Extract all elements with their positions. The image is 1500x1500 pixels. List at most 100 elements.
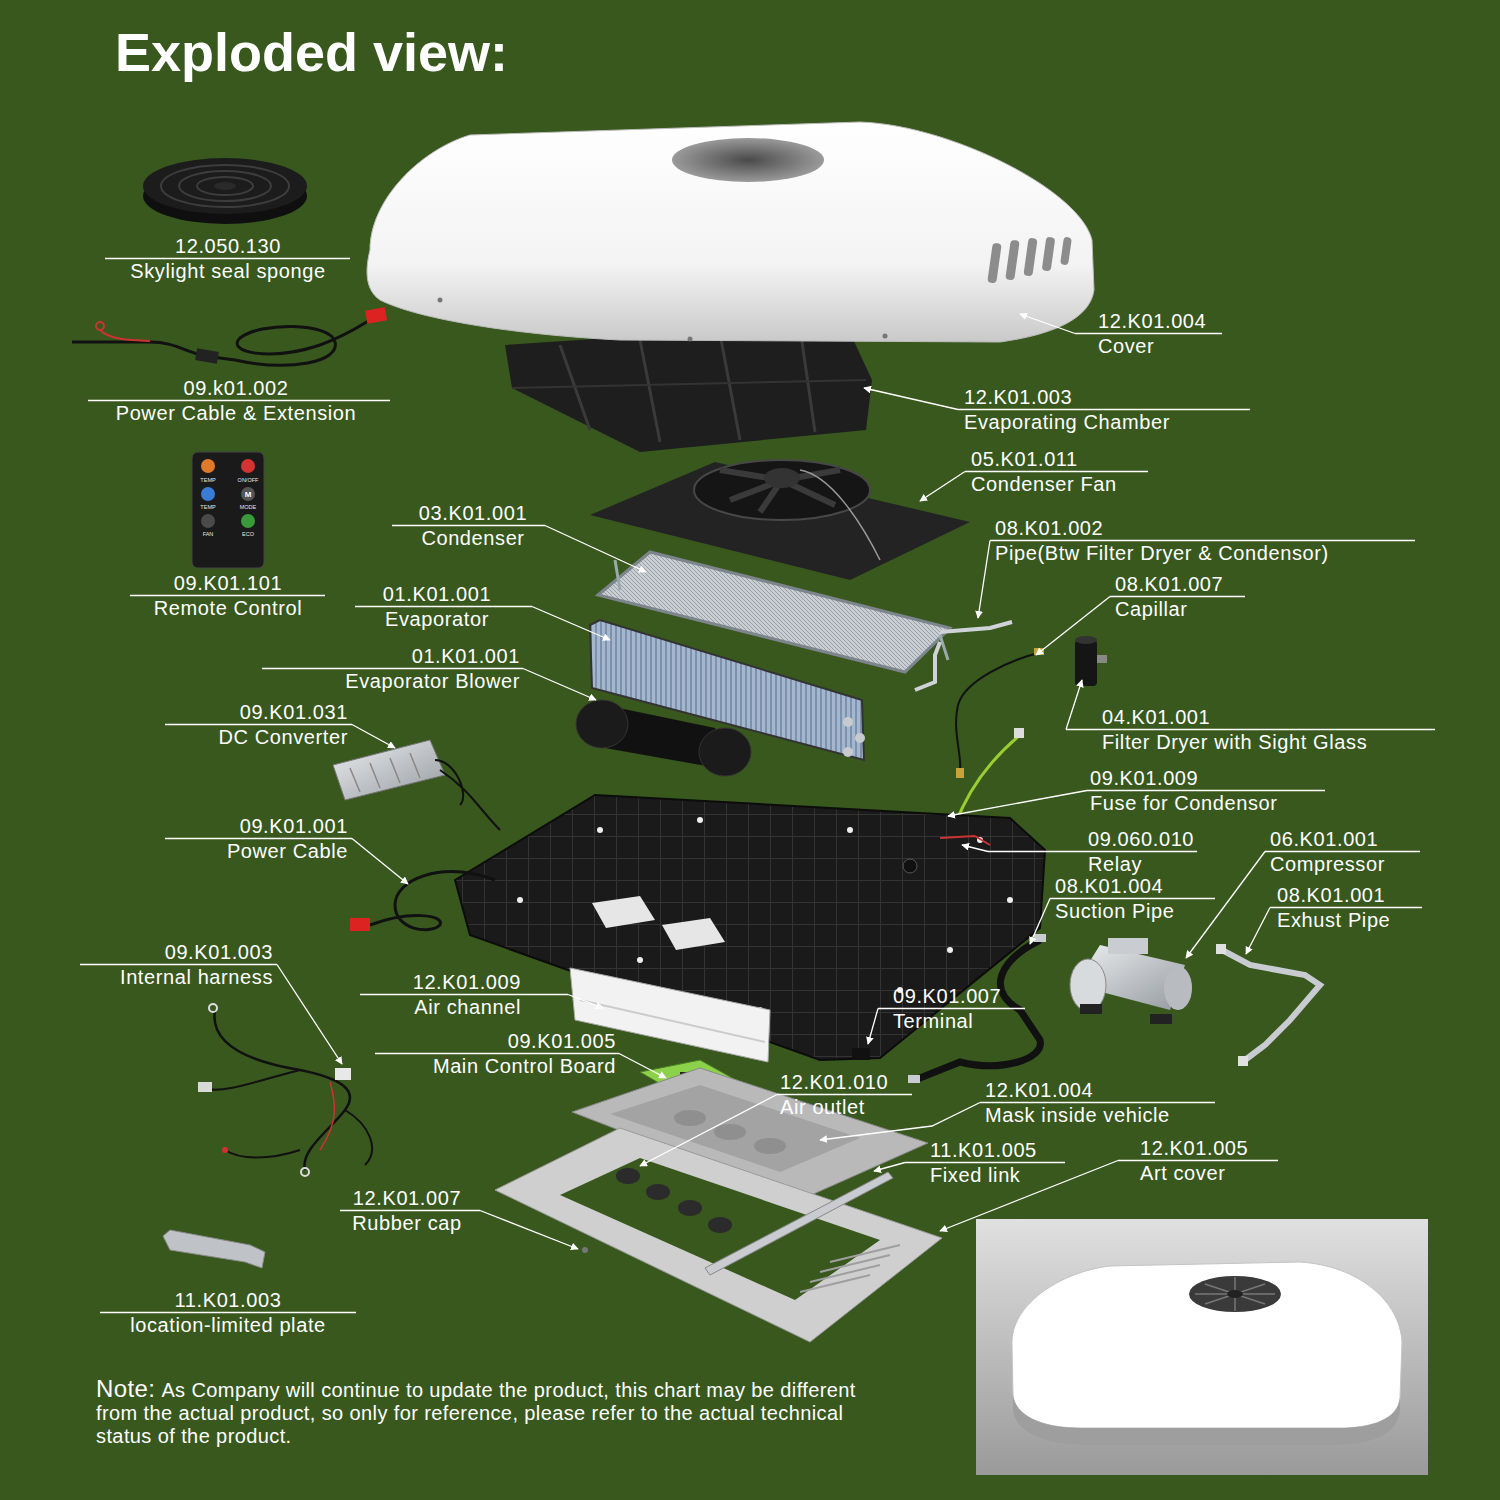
remote-control	[201, 487, 215, 501]
underline	[905, 1162, 1065, 1164]
underline	[1110, 596, 1245, 598]
leader-line	[948, 791, 1087, 817]
refrigerant-pipes	[915, 642, 940, 690]
location-plate	[163, 1230, 265, 1268]
part-number: 12.K01.010	[780, 1071, 888, 1093]
exhaust-pipe	[1216, 944, 1226, 954]
underline	[965, 471, 1148, 473]
dc-converter	[435, 760, 500, 830]
note: Note:As Company will continue to update …	[96, 1377, 886, 1448]
evaporator-blower	[576, 700, 628, 748]
underline	[165, 838, 352, 840]
leader-line	[523, 669, 596, 701]
internal-harness	[320, 1082, 334, 1150]
internal-harness	[205, 1070, 372, 1165]
underline	[355, 606, 532, 608]
leader-line	[352, 839, 408, 885]
note-heading: Note:	[96, 1375, 155, 1402]
base-plate	[597, 827, 603, 833]
rubber-caps	[616, 1168, 640, 1184]
underline	[360, 994, 568, 996]
part-number: 09.K01.005	[508, 1030, 616, 1052]
terminal	[852, 1048, 870, 1060]
button-label: MODE	[240, 504, 257, 511]
art-cover	[495, 1128, 942, 1342]
base-plate	[637, 957, 643, 963]
cover	[1060, 237, 1072, 266]
product-photo	[976, 1219, 1428, 1475]
product-photo	[976, 1219, 1428, 1475]
location-plate	[163, 1230, 265, 1268]
part-name: Power Cable	[227, 840, 348, 862]
power-cable-extension	[365, 307, 387, 323]
underline	[375, 1053, 619, 1055]
part-number: 08.K01.002	[995, 517, 1103, 539]
underline	[105, 258, 350, 260]
base-plate	[847, 827, 853, 833]
power-cable-extension	[235, 320, 370, 365]
part-number: 12.K01.004	[985, 1079, 1093, 1101]
part-name: Air channel	[414, 996, 521, 1018]
compressor	[1070, 959, 1106, 1011]
underline	[1265, 851, 1420, 853]
part-number: 11.K01.005	[930, 1139, 1037, 1161]
part-number: 12.K01.004	[1098, 310, 1206, 332]
power-cable-extension	[100, 330, 150, 341]
part-name: Fuse for Condensor	[1090, 792, 1278, 814]
power-cable-extension	[72, 307, 387, 365]
part-name: Evaporator Blower	[345, 670, 520, 692]
part-name: Fixed link	[930, 1164, 1020, 1186]
filter-dryer	[1075, 640, 1097, 686]
fixed-link	[705, 1172, 893, 1275]
part-name: Condenser Fan	[971, 473, 1117, 495]
base-plate	[940, 836, 990, 845]
seal-sponge	[197, 177, 253, 195]
power-cable	[370, 872, 495, 930]
part-name: Evaporator	[385, 608, 489, 630]
remote-control	[241, 514, 255, 528]
part-name: DC Converter	[219, 726, 348, 748]
remote-control	[201, 514, 215, 528]
underline	[130, 595, 325, 597]
part-name: location-limited plate	[130, 1314, 326, 1336]
remote-control	[241, 459, 255, 473]
note-text: As Company will continue to update the p…	[96, 1379, 856, 1447]
part-number: 12.K01.009	[413, 971, 521, 993]
remote-control	[201, 459, 215, 473]
part-number: 01.K01.001	[412, 645, 520, 667]
leader-line	[619, 1054, 666, 1079]
mask	[714, 1124, 746, 1140]
dc-converter	[333, 740, 500, 830]
part-number: 05.K01.011	[971, 448, 1078, 470]
base-plate	[1007, 897, 1013, 903]
internal-harness	[335, 1068, 351, 1080]
condenser-fuse-wire	[1014, 728, 1024, 738]
seal-sponge	[179, 171, 271, 201]
button-label: TEMP	[200, 477, 215, 484]
condenser-fuse-wire	[955, 735, 1020, 825]
leader-line	[1020, 314, 1075, 334]
underline	[80, 964, 277, 966]
product-photo	[1189, 1276, 1281, 1312]
leader-line	[532, 607, 610, 641]
part-name: Pipe(Btw Filter Dryer & Condensor)	[995, 542, 1329, 564]
art-cover	[560, 1158, 880, 1300]
underline	[100, 1312, 356, 1314]
refrigerant-pipes	[915, 622, 1044, 778]
cover	[438, 298, 443, 303]
leader-line	[874, 1163, 905, 1172]
evaporator-blower	[576, 700, 751, 776]
part-number: 12.K01.003	[964, 386, 1072, 408]
part-name: Skylight seal sponge	[130, 260, 325, 282]
art-cover	[495, 1128, 942, 1342]
rubber-caps	[582, 1247, 588, 1253]
remote-control	[241, 487, 255, 501]
evaporator-blower	[699, 728, 751, 776]
cover	[672, 138, 824, 182]
seal-sponge	[161, 165, 289, 207]
part-number: 12.K01.005	[1140, 1137, 1248, 1159]
seal-sponge	[143, 158, 307, 214]
part-name: Power Cable & Extension	[116, 402, 357, 424]
